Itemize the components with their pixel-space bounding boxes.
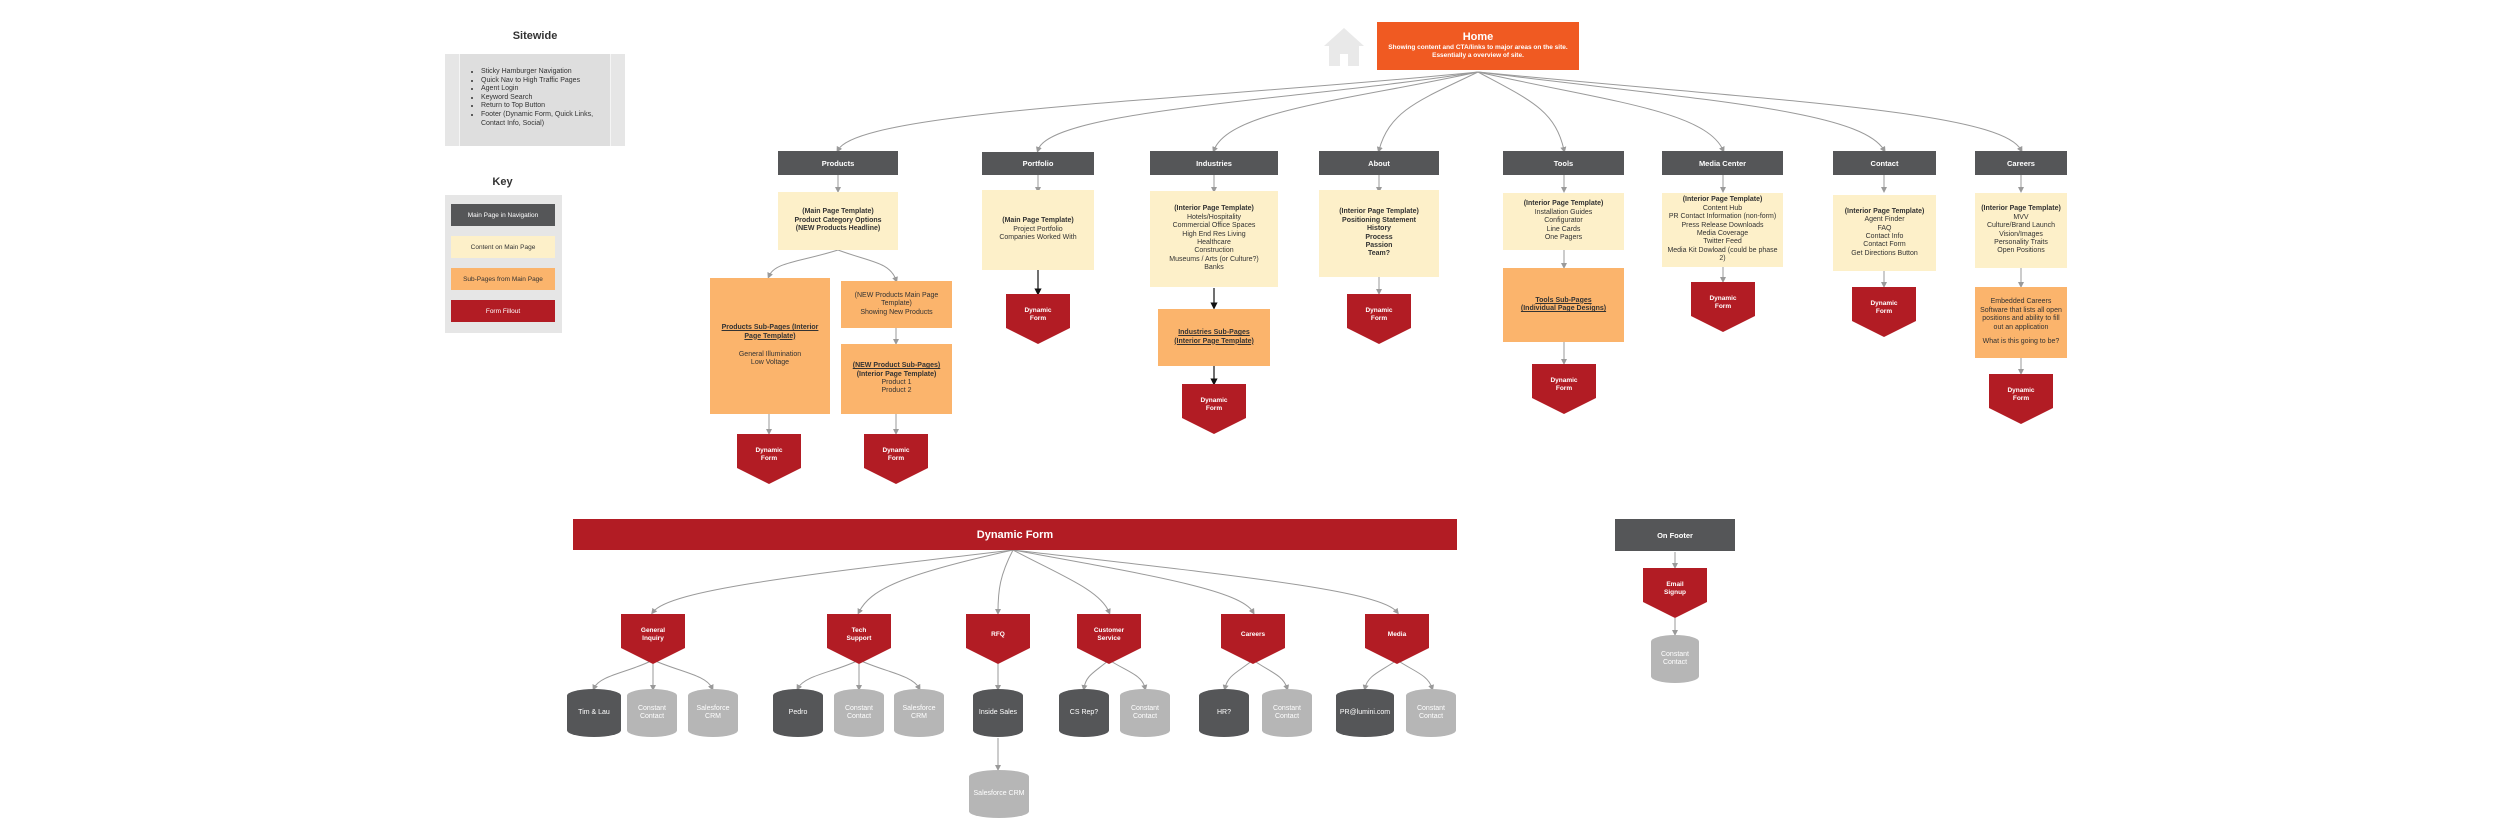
- new-products-dynamic-form: Dynamic Form: [864, 434, 928, 484]
- careers-content: (Interior Page Template) MVV Culture/Bra…: [1975, 193, 2067, 268]
- target-db: Salesforce CRM: [894, 689, 944, 737]
- target-db: Salesforce CRM: [969, 770, 1029, 818]
- industries-dynamic-form: Dynamic Form: [1182, 384, 1246, 434]
- form-tech-support: Tech Support: [827, 614, 891, 664]
- key-main-page: Main Page in Navigation: [451, 204, 555, 226]
- industries-subpages: Industries Sub-Pages (Interior Page Temp…: [1158, 309, 1270, 366]
- form-media: Media: [1365, 614, 1429, 664]
- nav-about: About: [1319, 151, 1439, 175]
- products-dynamic-form: Dynamic Form: [737, 434, 801, 484]
- key-box: Main Page in Navigation Content on Main …: [445, 195, 562, 333]
- media-center-content: (Interior Page Template) Content Hub PR …: [1662, 193, 1783, 267]
- target-db: Constant Contact: [834, 689, 884, 737]
- dynamic-form-bar: Dynamic Form: [573, 519, 1457, 550]
- media-center-dynamic-form: Dynamic Form: [1691, 282, 1755, 332]
- nav-products: Products: [778, 151, 898, 175]
- target-db: Inside Sales: [973, 689, 1023, 737]
- list-item: Footer (Dynamic Form, Quick Links, Conta…: [481, 111, 615, 128]
- key-title: Key: [492, 176, 513, 188]
- key-subpages: Sub-Pages from Main Page: [451, 268, 555, 290]
- form-general-inquiry: General Inquiry: [621, 614, 685, 664]
- nav-careers: Careers: [1975, 151, 2067, 175]
- email-signup-form: Email Signup: [1643, 568, 1707, 618]
- new-product-subpages: (NEW Product Sub-Pages) (Interior Page T…: [841, 344, 952, 414]
- sitewide-list: Sticky Hamburger Navigation Quick Nav to…: [467, 68, 615, 128]
- key-form: Form Fillout: [451, 300, 555, 322]
- list-item: Sticky Hamburger Navigation: [481, 68, 615, 77]
- form-customer-service: Customer Service: [1077, 614, 1141, 664]
- products-content: (Main Page Template) Product Category Op…: [778, 192, 898, 250]
- list-item: Keyword Search: [481, 94, 615, 103]
- nav-portfolio: Portfolio: [982, 152, 1094, 175]
- form-rfq: RFQ: [966, 614, 1030, 664]
- home-title: Home: [1462, 31, 1494, 43]
- target-db: Tim & Lau: [567, 689, 621, 737]
- target-db: HR?: [1199, 689, 1249, 737]
- target-db: CS Rep?: [1059, 689, 1109, 737]
- target-db: Pedro: [773, 689, 823, 737]
- sitewide-box: Sticky Hamburger Navigation Quick Nav to…: [445, 54, 625, 146]
- target-db: Constant Contact: [1262, 689, 1312, 737]
- target-db: Constant Contact: [1120, 689, 1170, 737]
- home-icon: [1324, 28, 1364, 66]
- target-db: Constant Contact: [1651, 635, 1699, 683]
- nav-media-center: Media Center: [1662, 151, 1783, 175]
- industries-content: (Interior Page Template) Hotels/Hospital…: [1150, 191, 1278, 287]
- products-subpages: Products Sub-Pages (Interior Page Templa…: [710, 278, 830, 414]
- new-products-main: (NEW Products Main Page Template) Showin…: [841, 281, 952, 328]
- nav-tools: Tools: [1503, 151, 1624, 175]
- careers-subpages: Embedded Careers Software that lists all…: [1975, 287, 2067, 358]
- target-db: Constant Contact: [1406, 689, 1456, 737]
- careers-dynamic-form: Dynamic Form: [1989, 374, 2053, 424]
- nav-contact: Contact: [1833, 151, 1936, 175]
- tools-subpages: Tools Sub-Pages (Individual Page Designs…: [1503, 268, 1624, 342]
- about-dynamic-form: Dynamic Form: [1347, 294, 1411, 344]
- target-db: Constant Contact: [627, 689, 677, 737]
- sitewide-title: Sitewide: [512, 30, 558, 42]
- nav-industries: Industries: [1150, 151, 1278, 175]
- on-footer-box: On Footer: [1615, 519, 1735, 551]
- contact-dynamic-form: Dynamic Form: [1852, 287, 1916, 337]
- target-db: PR@lumini.com: [1336, 689, 1394, 737]
- portfolio-dynamic-form: Dynamic Form: [1006, 294, 1070, 344]
- about-content: (Interior Page Template) Positioning Sta…: [1319, 190, 1439, 277]
- list-item: Quick Nav to High Traffic Pages: [481, 77, 615, 86]
- portfolio-content: (Main Page Template) Project Portfolio C…: [982, 190, 1094, 270]
- home-description: Showing content and CTA/links to major a…: [1388, 44, 1568, 59]
- key-content: Content on Main Page: [451, 236, 555, 258]
- target-db: Salesforce CRM: [688, 689, 738, 737]
- home-box: Home Showing content and CTA/links to ma…: [1377, 22, 1579, 70]
- tools-dynamic-form: Dynamic Form: [1532, 364, 1596, 414]
- form-careers: Careers: [1221, 614, 1285, 664]
- tools-content: (Interior Page Template) Installation Gu…: [1503, 193, 1624, 250]
- contact-content: (Interior Page Template) Agent Finder FA…: [1833, 195, 1936, 271]
- list-item: Return to Top Button: [481, 102, 615, 111]
- list-item: Agent Login: [481, 85, 615, 94]
